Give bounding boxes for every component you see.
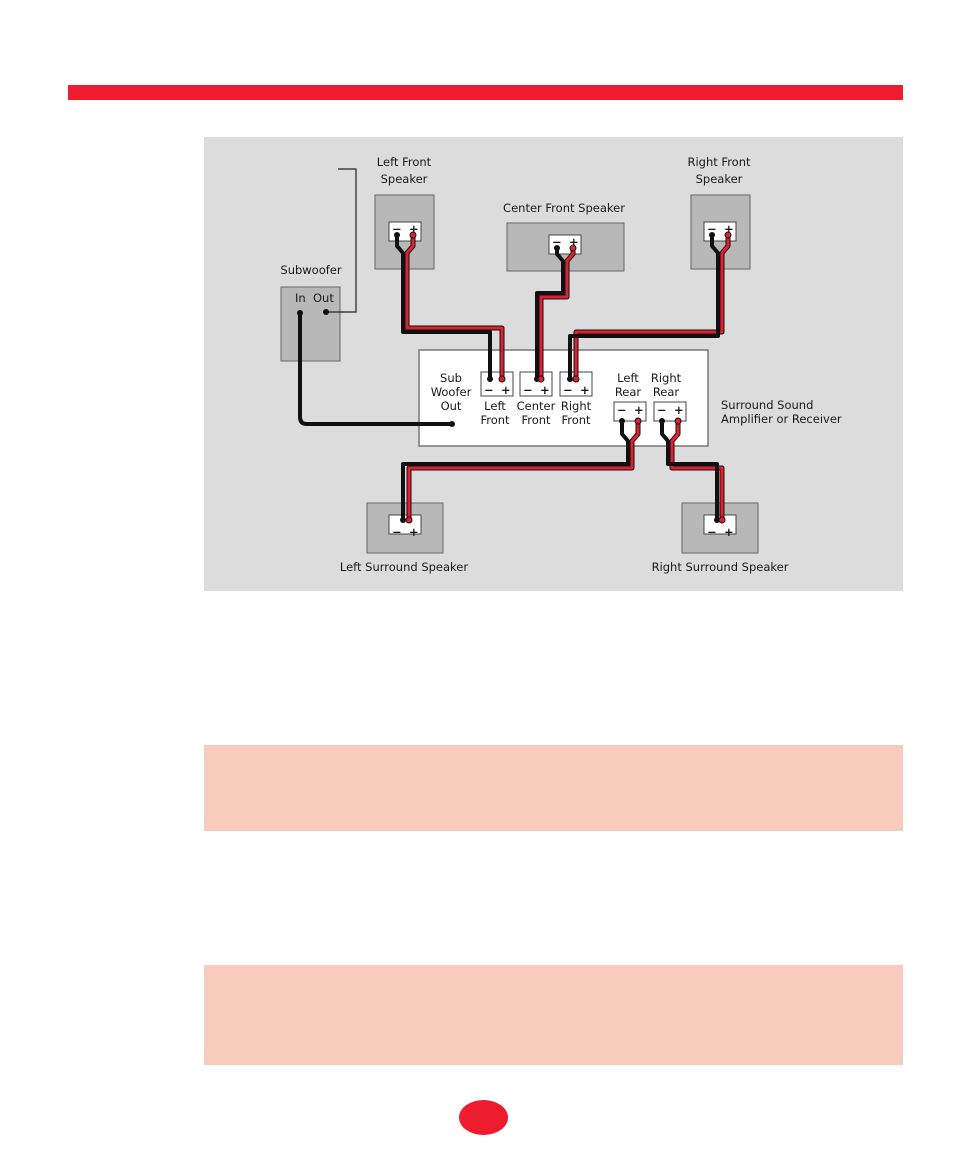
minus-sign: − <box>392 525 402 539</box>
minus-sign: − <box>617 403 627 417</box>
connector-dot <box>499 376 505 382</box>
subwoofer-out-label: Out <box>313 291 334 305</box>
connector-dot <box>573 376 579 382</box>
amp-sub-out-jack <box>449 421 455 427</box>
note-box <box>204 745 903 831</box>
minus-sign: − <box>657 403 667 417</box>
left-rear-channel-label: Left <box>617 371 639 385</box>
wiring-svg: − + − + − + − + − + − + − + − + − + − + <box>204 137 903 591</box>
connector-dot <box>570 245 576 251</box>
minus-sign: − <box>484 383 494 397</box>
right-front-channel-label: Right <box>561 399 592 413</box>
center-front-channel-label: Center <box>517 399 556 413</box>
amplifier-label: Surround Sound <box>721 398 813 412</box>
right-front-speaker-label: Right Front <box>687 155 751 169</box>
minus-sign: − <box>523 383 533 397</box>
connector-dot <box>394 232 400 238</box>
plus-sign: + <box>540 383 550 397</box>
plus-sign: + <box>501 383 511 397</box>
connector-dot <box>410 232 416 238</box>
left-rear-channel-label: Rear <box>615 385 642 399</box>
connector-dot <box>719 517 725 523</box>
amplifier-label: Amplifier or Receiver <box>721 412 842 426</box>
right-front-channel-label: Front <box>561 413 591 427</box>
sub-woofer-out-label: Woofer <box>431 385 472 399</box>
connector-dot <box>406 517 412 523</box>
right-surround-speaker-label: Right Surround Speaker <box>652 560 789 574</box>
left-front-channel-label: Left <box>484 399 506 413</box>
plus-sign: + <box>409 525 419 539</box>
plus-sign: + <box>634 403 644 417</box>
speaker-wiring-diagram: − + − + − + − + − + − + − + − + − + − + <box>204 137 903 591</box>
left-front-speaker-label: Left Front <box>377 155 432 169</box>
right-front-speaker-label: Speaker <box>696 172 743 186</box>
connector-dot <box>567 376 573 382</box>
subwoofer-in-label: In <box>295 291 306 305</box>
center-front-channel-label: Front <box>521 413 551 427</box>
connector-dot <box>675 418 681 424</box>
connector-dot <box>487 376 493 382</box>
left-surround-speaker-label: Left Surround Speaker <box>340 560 468 574</box>
note-box <box>204 965 903 1065</box>
connector-dot <box>709 232 715 238</box>
connector-dot <box>538 376 544 382</box>
sub-in-jack <box>297 310 303 316</box>
left-front-channel-label: Front <box>480 413 510 427</box>
connector-dot <box>635 418 641 424</box>
sub-woofer-out-label: Sub <box>440 371 462 385</box>
connector-dot <box>400 517 406 523</box>
plus-sign: + <box>580 383 590 397</box>
left-front-speaker-label: Speaker <box>381 172 428 186</box>
page-number-badge <box>459 1100 508 1135</box>
sub-out-jack <box>323 309 329 315</box>
minus-sign: − <box>707 525 717 539</box>
plus-sign: + <box>724 525 734 539</box>
right-rear-channel-label: Right <box>651 371 682 385</box>
connector-dot <box>659 418 665 424</box>
connector-dot <box>619 418 625 424</box>
right-rear-channel-label: Rear <box>653 385 680 399</box>
connector-dot <box>725 232 731 238</box>
plus-sign: + <box>674 403 684 417</box>
minus-sign: − <box>563 383 573 397</box>
connector-dot <box>554 245 560 251</box>
center-front-speaker-label: Center Front Speaker <box>503 201 625 215</box>
sub-woofer-out-label: Out <box>441 399 462 413</box>
subwoofer-label: Subwoofer <box>280 263 341 277</box>
header-red-bar <box>68 85 903 100</box>
